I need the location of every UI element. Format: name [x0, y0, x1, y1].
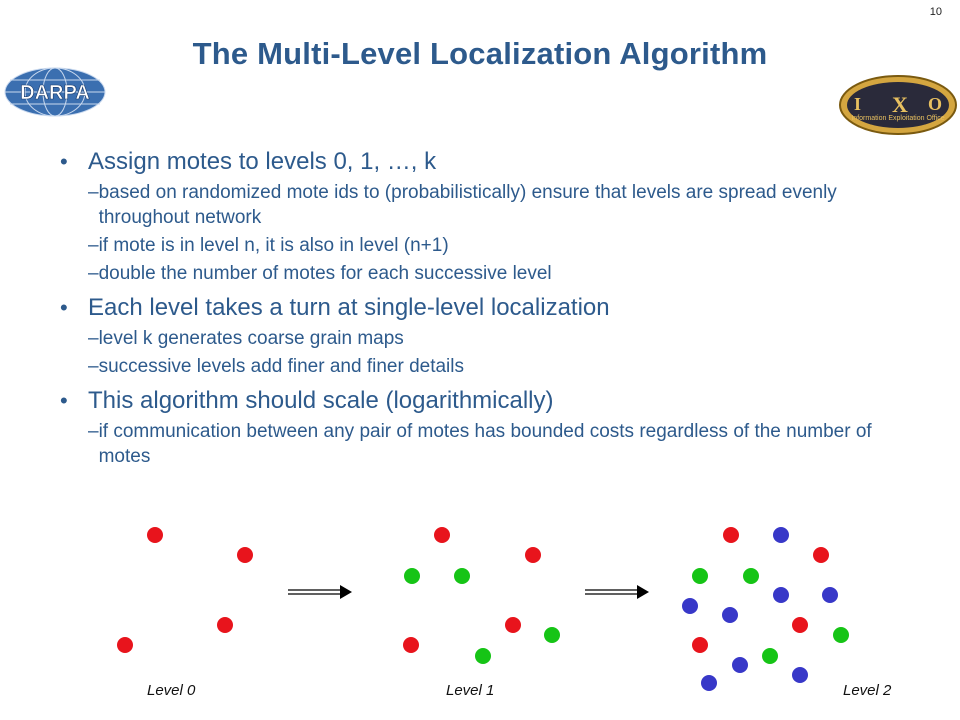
mote-level0 [147, 527, 163, 543]
svg-text:O: O [928, 94, 942, 114]
mote-level2 [773, 587, 789, 603]
sub-bullet-text: if mote is in level n, it is also in lev… [98, 235, 449, 256]
bullet-marker: • [60, 388, 68, 413]
mote-level0 [792, 617, 808, 633]
sub-bullet-item: –level k generates coarse grain maps [60, 326, 920, 351]
mote-level1 [762, 648, 778, 664]
iexo-logo: I X O Information Exploitation Office [838, 74, 958, 141]
level-diagram: Level 0 Level 1 Level 2 [117, 527, 892, 699]
sub-bullet-dash: – [88, 421, 99, 442]
mote-level2 [822, 587, 838, 603]
svg-text:X: X [892, 92, 908, 117]
sub-bullet-text: if communication between any pair of mot… [98, 421, 872, 467]
sub-bullet-dash: – [88, 235, 99, 256]
mote-level2 [773, 527, 789, 543]
slide-title: The Multi-Level Localization Algorithm [192, 36, 768, 71]
mote-level2 [722, 607, 738, 623]
bullet-item: • Each level takes a turn at single-level… [60, 292, 920, 323]
sub-bullet-text: successive levels add finer and finer de… [98, 356, 464, 377]
mote-level1 [692, 568, 708, 584]
mote-level0 [525, 547, 541, 563]
level-2-label: Level 2 [843, 682, 892, 699]
svg-text:DARPA: DARPA [20, 82, 90, 104]
arrow-level0-to-level1 [288, 585, 352, 599]
mote-level0 [505, 617, 521, 633]
mote-level0 [237, 547, 253, 563]
mote-level1 [404, 568, 420, 584]
sub-bullet-item: –if mote is in level n, it is also in le… [60, 233, 920, 258]
level-0-label: Level 0 [147, 682, 196, 699]
mote-level0 [117, 637, 133, 653]
bullet-marker: • [60, 295, 68, 320]
mote-level1 [454, 568, 470, 584]
sub-bullet-text: based on randomized mote ids to (probabi… [98, 182, 837, 228]
page-number: 10 [929, 6, 942, 18]
mote-level2 [732, 657, 748, 673]
bullet-text: Assign motes to levels 0, 1, …, k [88, 148, 437, 175]
mote-level0 [217, 617, 233, 633]
sub-bullet-item: –based on randomized mote ids to (probab… [60, 180, 920, 230]
arrow-level1-to-level2 [585, 585, 649, 599]
mote-level0 [813, 547, 829, 563]
bullet-item: • This algorithm should scale (logarithmi… [60, 385, 920, 416]
mote-level0 [434, 527, 450, 543]
sub-bullet-text: level k generates coarse grain maps [98, 328, 404, 349]
bullet-marker: • [60, 149, 68, 174]
sub-bullet-dash: – [88, 356, 99, 377]
bullet-list: •Assign motes to levels 0, 1, …, k–based… [60, 140, 920, 469]
mote-level0 [723, 527, 739, 543]
mote-level0 [692, 637, 708, 653]
mote-level1 [743, 568, 759, 584]
level-1-label: Level 1 [446, 682, 494, 699]
sub-bullet-dash: – [88, 328, 99, 349]
svg-text:I: I [854, 94, 861, 114]
sub-bullet-item: –successive levels add finer and finer d… [60, 354, 920, 379]
sub-bullet-item: –if communication between any pair of mo… [60, 419, 920, 469]
mote-level2 [792, 667, 808, 683]
bullet-item: • Assign motes to levels 0, 1, …, k [60, 146, 920, 177]
mote-level1 [544, 627, 560, 643]
sub-bullet-dash: – [88, 263, 99, 284]
bullet-text: This algorithm should scale (logarithmic… [88, 387, 554, 414]
mote-level2 [701, 675, 717, 691]
mote-level1 [833, 627, 849, 643]
bullet-text: Each level takes a turn at single-level … [88, 294, 610, 321]
svg-text:Information Exploitation Offic: Information Exploitation Office [851, 115, 944, 122]
mote-level0 [403, 637, 419, 653]
mote-level2 [682, 598, 698, 614]
mote-level1 [475, 648, 491, 664]
darpa-logo: DARPA [2, 66, 108, 123]
sub-bullet-item: –double the number of motes for each suc… [60, 261, 920, 286]
sub-bullet-text: double the number of motes for each succ… [98, 263, 552, 284]
sub-bullet-dash: – [88, 182, 99, 203]
